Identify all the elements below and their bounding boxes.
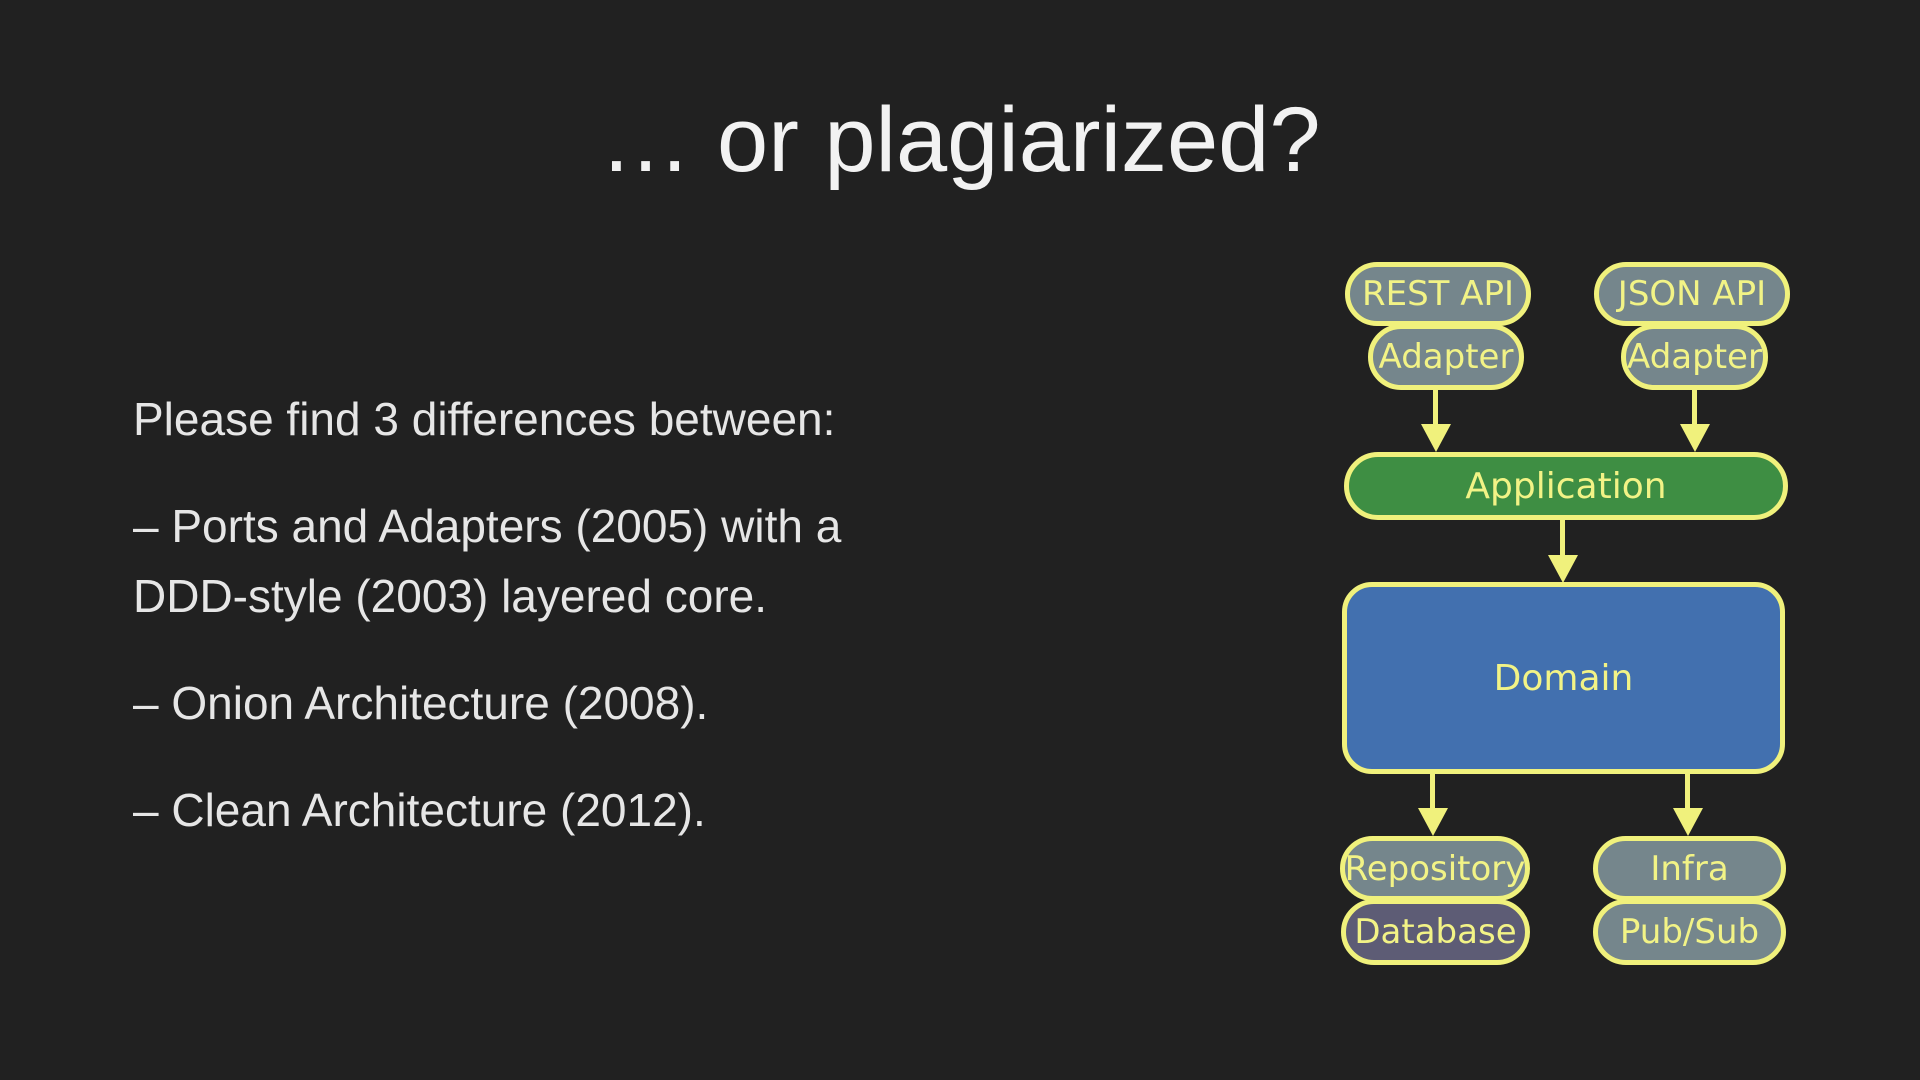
node-adapter-right-label: Adapter [1627, 337, 1762, 377]
intro-line: Please find 3 differences between: [133, 393, 836, 445]
node-application: Application [1344, 452, 1788, 520]
arrow-domain-to-repository [1430, 774, 1435, 810]
node-domain-label: Domain [1493, 657, 1634, 699]
node-application-label: Application [1465, 465, 1667, 507]
node-infra-label: Infra [1650, 848, 1729, 889]
node-rest-api-label: REST API [1361, 274, 1515, 314]
node-adapter-right: Adapter [1621, 324, 1768, 390]
node-domain: Domain [1342, 582, 1785, 774]
node-database: Database [1341, 899, 1530, 965]
node-pubsub-label: Pub/Sub [1619, 912, 1760, 952]
node-pubsub: Pub/Sub [1593, 899, 1786, 965]
node-adapter-left-label: Adapter [1378, 337, 1514, 377]
node-repository-label: Repository [1344, 848, 1526, 889]
bullet-item: – Onion Architecture (2008). [133, 677, 709, 729]
arrow-domain-to-infra [1685, 774, 1690, 810]
node-json-api-label: JSON API [1617, 274, 1767, 314]
node-repository: Repository [1340, 836, 1530, 901]
node-database-label: Database [1354, 912, 1517, 952]
node-adapter-left: Adapter [1368, 324, 1524, 390]
node-rest-api: REST API [1345, 262, 1531, 326]
bullet-item: – Ports and Adapters (2005) with a DDD-s… [133, 500, 842, 622]
arrow-application-to-domain [1560, 520, 1565, 557]
arrowhead-icon [1680, 424, 1710, 452]
slide-title: … or plagiarized? [599, 89, 1321, 191]
bullet-item: – Clean Architecture (2012). [133, 784, 706, 836]
arrow-adapter-right-to-application [1692, 390, 1697, 426]
node-json-api: JSON API [1594, 262, 1790, 326]
arrow-adapter-left-to-application [1433, 390, 1438, 426]
arrowhead-icon [1418, 808, 1448, 836]
arrowhead-icon [1421, 424, 1451, 452]
body-text-block: Please find 3 differences between: – Por… [133, 384, 963, 882]
arrowhead-icon [1673, 808, 1703, 836]
node-infra: Infra [1593, 836, 1786, 901]
arrowhead-icon [1548, 555, 1578, 583]
